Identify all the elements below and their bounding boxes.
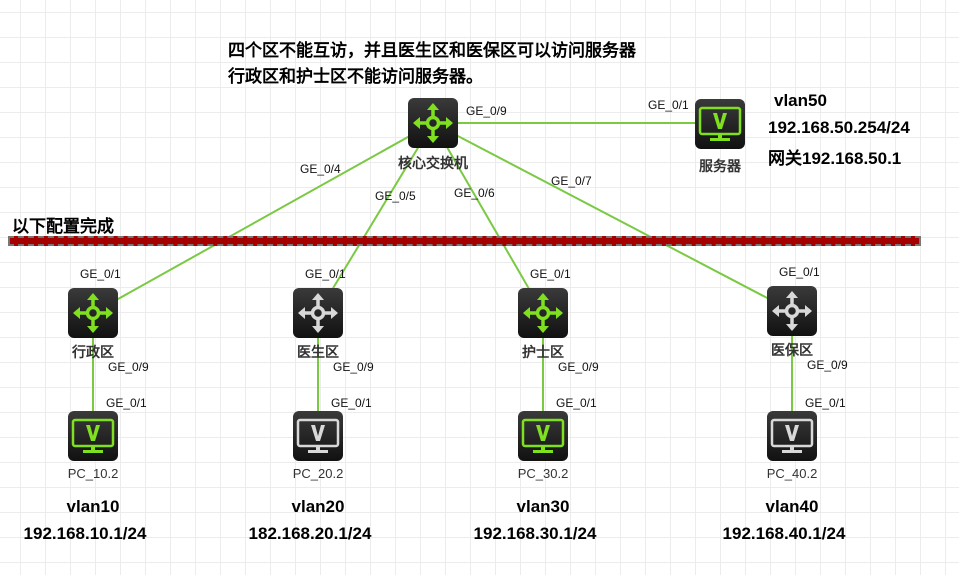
divider-bar [8, 236, 921, 246]
port-label: GE_0/1 [648, 98, 689, 112]
port-label: GE_0/1 [556, 396, 597, 410]
port-label: GE_0/1 [805, 396, 846, 410]
zone-vlan: vlan10 [66, 497, 120, 516]
port-label: GE_0/9 [807, 358, 848, 372]
zone-ip: 182.168.20.1/24 [248, 524, 372, 543]
switch-label: 行政区 [72, 344, 114, 360]
port-label: GE_0/6 [454, 186, 495, 200]
pc[interactable] [293, 411, 343, 461]
port-label: GE_0/9 [466, 104, 507, 118]
port-label: GE_0/1 [779, 265, 820, 279]
switch-arrows-icon [772, 291, 812, 331]
access-switch[interactable] [68, 288, 118, 338]
monitor-icon [698, 106, 742, 141]
core-switch[interactable] [408, 98, 458, 148]
switch-arrows-icon [298, 293, 338, 333]
note-line-2: 行政区和护士区不能访问服务器。 [228, 67, 483, 86]
pc-label: PC_40.2 [766, 466, 818, 481]
port-label: GE_0/1 [331, 396, 372, 410]
note-line-1: 四个区不能互访，并且医生区和医保区可以访问服务器 [228, 41, 636, 60]
switch-label: 医保区 [771, 342, 813, 358]
port-label: GE_0/1 [80, 267, 121, 281]
zone-vlan: vlan30 [516, 497, 570, 516]
access-switch[interactable] [293, 288, 343, 338]
zone-ip: 192.168.30.1/24 [473, 524, 597, 543]
server-vlan: vlan50 [774, 91, 827, 110]
switch-arrows-icon [523, 293, 563, 333]
link-core-yibao [432, 122, 793, 312]
port-label: GE_0/1 [305, 267, 346, 281]
port-label: GE_0/1 [106, 396, 147, 410]
server-gateway: 网关192.168.50.1 [768, 149, 902, 168]
port-label: GE_0/4 [300, 162, 341, 176]
pc[interactable] [518, 411, 568, 461]
switch-label: 护士区 [522, 344, 564, 360]
server-label: 服务器 [699, 158, 741, 174]
zone-ip: 192.168.10.1/24 [23, 524, 147, 543]
core-switch-label: 核心交换机 [398, 155, 468, 171]
port-label: GE_0/5 [375, 189, 416, 203]
zone-vlan: vlan20 [291, 497, 345, 516]
port-label: GE_0/9 [558, 360, 599, 374]
server-ip: 192.168.50.254/24 [768, 118, 910, 137]
zone-vlan: vlan40 [765, 497, 819, 516]
port-label: GE_0/1 [530, 267, 571, 281]
zone-ip: 192.168.40.1/24 [722, 524, 846, 543]
monitor-icon [296, 418, 340, 453]
switch-arrows-icon [73, 293, 113, 333]
monitor-icon [521, 418, 565, 453]
divider-label: 以下配置完成 [12, 217, 114, 236]
access-switch[interactable] [518, 288, 568, 338]
pc-label: PC_30.2 [517, 466, 569, 481]
port-label: GE_0/7 [551, 174, 592, 188]
pc[interactable] [767, 411, 817, 461]
port-label: GE_0/9 [108, 360, 149, 374]
access-switch[interactable] [767, 286, 817, 336]
server[interactable] [695, 99, 745, 149]
switch-label: 医生区 [297, 344, 339, 360]
link-core-hushi [432, 122, 544, 314]
pc-label: PC_10.2 [67, 466, 119, 481]
link-core-yisheng [317, 122, 434, 314]
link-core-xingzheng [92, 122, 434, 314]
monitor-icon [71, 418, 115, 453]
port-label: GE_0/9 [333, 360, 374, 374]
monitor-icon [770, 418, 814, 453]
pc[interactable] [68, 411, 118, 461]
requirement-note: 四个区不能互访，并且医生区和医保区可以访问服务器 行政区和护士区不能访问服务器。 [228, 38, 636, 90]
pc-label: PC_20.2 [292, 466, 344, 481]
switch-arrows-icon [413, 103, 453, 143]
